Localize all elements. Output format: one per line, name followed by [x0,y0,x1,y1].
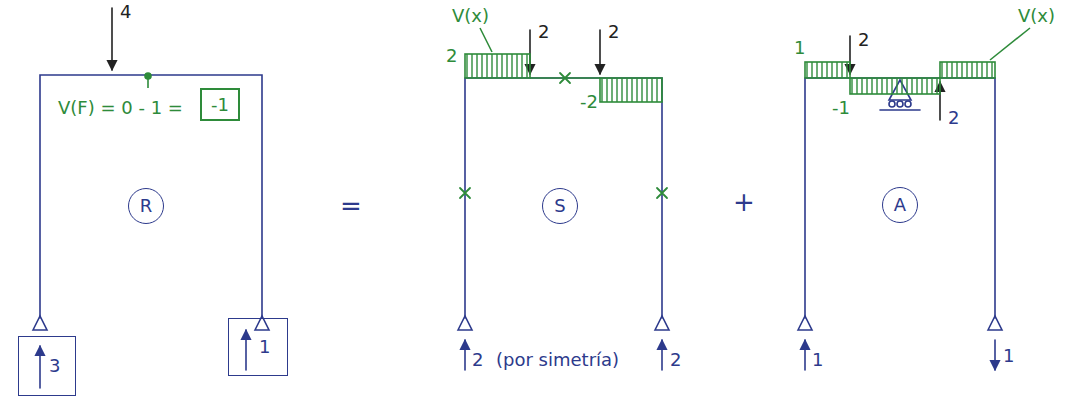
result-box: -1 [200,88,240,121]
node-text: S [554,196,565,216]
equals-sign: = [340,192,362,221]
load-value: 4 [120,2,131,22]
node-text: -1 [211,95,229,115]
shear-value: 2 [446,46,457,66]
node-text: 1 [259,337,270,357]
load-value: 2 [538,22,549,42]
shear-value: 1 [794,38,805,58]
shear-value: -1 [832,98,850,118]
reaction-value: 2 [948,108,959,128]
reaction-box: 1 [228,318,288,376]
reaction-value: 1 [812,350,823,370]
node-text: R [140,196,153,216]
plus-sign: + [733,188,755,217]
shear-label: V(x) [452,6,489,26]
reaction-box: 3 [18,336,76,396]
load-value: 2 [608,22,619,42]
case-circle: S [542,188,578,224]
node-text: A [894,195,906,215]
load-value: 2 [858,30,869,50]
shear-label: V(x) [1018,6,1055,26]
reaction-value: 2 [472,350,483,370]
reaction-value: 2 [670,350,681,370]
case-circle: R [128,188,164,224]
shear-equation: V(F) = 0 - 1 = [58,98,183,118]
node-text: 3 [49,356,60,376]
note: (por simetría) [496,350,619,370]
reaction-value: 1 [1003,346,1014,366]
shear-value: -2 [580,92,598,112]
case-circle: A [882,187,918,223]
